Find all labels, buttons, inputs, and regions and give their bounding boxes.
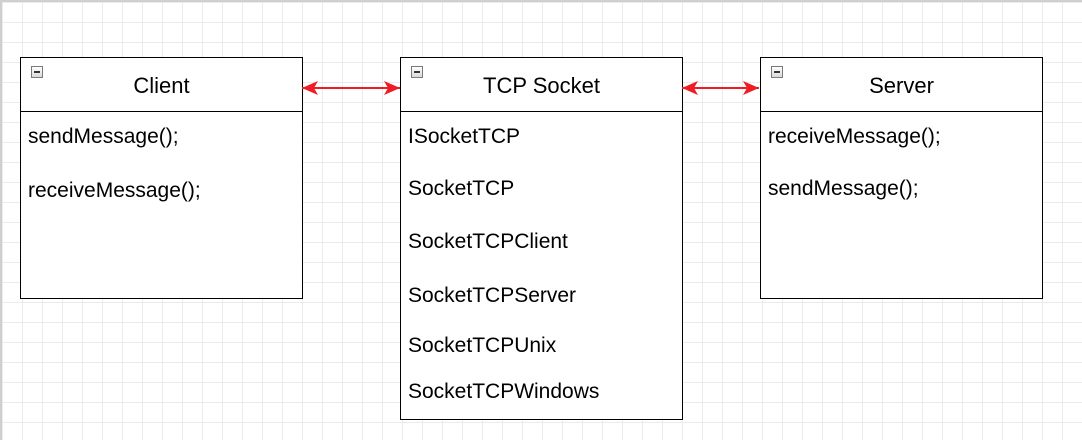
tcp-socket-class-box[interactable]: TCP Socket ISocketTCP SocketTCP SocketTC…	[400, 57, 683, 420]
tcp-socket-class-title: TCP Socket	[483, 72, 600, 98]
tcp-socket-member-item[interactable]: ISocketTCP	[408, 125, 521, 148]
client-class-header[interactable]: Client	[21, 58, 302, 112]
server-member-item[interactable]: receiveMessage();	[768, 125, 941, 148]
collapse-icon[interactable]	[771, 66, 783, 78]
server-class-box[interactable]: Server receiveMessage(); sendMessage();	[760, 57, 1043, 299]
arrowhead-left-icon	[302, 81, 318, 95]
tcp-socket-member-item[interactable]: SocketTCPClient	[408, 230, 568, 253]
tcp-socket-member-item[interactable]: SocketTCPWindows	[408, 380, 600, 403]
tcp-socket-class-header[interactable]: TCP Socket	[401, 58, 682, 112]
tcp-socket-member-item[interactable]: SocketTCP	[408, 177, 515, 200]
tcp-socket-member-item[interactable]: SocketTCPUnix	[408, 334, 557, 357]
client-member-item[interactable]: receiveMessage();	[28, 179, 201, 202]
tcp-socket-member-item[interactable]: SocketTCPServer	[408, 284, 577, 307]
server-class-header[interactable]: Server	[761, 58, 1042, 112]
server-member-item[interactable]: sendMessage();	[768, 177, 919, 200]
collapse-icon[interactable]	[411, 66, 423, 78]
collapse-icon[interactable]	[31, 66, 43, 78]
arrowhead-left-icon	[682, 81, 698, 95]
client-class-title: Client	[133, 72, 190, 98]
arrowhead-right-icon	[743, 81, 759, 95]
connector-socket-server[interactable]	[682, 81, 759, 95]
client-member-item[interactable]: sendMessage();	[28, 125, 179, 148]
server-class-title: Server	[869, 72, 934, 98]
arrowhead-right-icon	[384, 81, 400, 95]
client-class-box[interactable]: Client sendMessage(); receiveMessage();	[20, 57, 303, 299]
connector-client-socket[interactable]	[302, 81, 400, 95]
